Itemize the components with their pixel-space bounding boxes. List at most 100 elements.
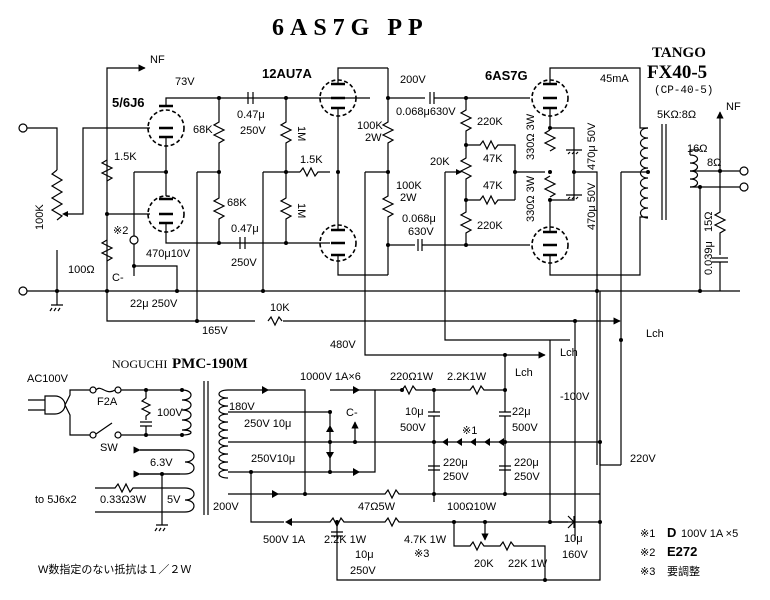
legend-item-1: ※1 D 100V 1A ×5 — [640, 525, 738, 540]
ac-plug-icon — [28, 389, 90, 436]
c-220-a-label: 220μ — [443, 457, 468, 469]
diodes6-label: 1000V 1A×6 — [300, 371, 361, 383]
c-047-a-volt: 250V — [240, 125, 266, 137]
svg-text:※1: ※1 — [640, 528, 655, 540]
pot-100k-label: 100K — [34, 204, 46, 230]
c-047-b-volt: 250V — [231, 257, 257, 269]
speaker-terminal-gnd — [739, 182, 749, 192]
r-100k-a-watt: 2W — [365, 132, 382, 144]
tube-label-12au7a: 12AU7A — [262, 66, 312, 81]
svg-text:※3: ※3 — [640, 566, 655, 578]
c-10-500-volt: 500V — [400, 422, 426, 434]
power-supply-wiring — [28, 291, 622, 582]
r-100-10w-label: 100Ω10W — [447, 501, 497, 513]
opt-alt-model: (CP-40-5) — [654, 85, 713, 97]
c-10-250-c-volt: 250V — [350, 565, 376, 577]
pt-model: PMC-190M — [172, 356, 248, 372]
to-5j6-label: to 5J6x2 — [35, 494, 77, 506]
r-1-5k-b-label: 1.5K — [300, 154, 323, 166]
c-minus-label-2: C- — [346, 407, 358, 419]
r-100-label: 100Ω — [68, 264, 95, 276]
legend-item-3: ※3 要調整 — [640, 564, 700, 578]
tube-label-6j6: 5/6J6 — [112, 95, 145, 110]
r-330-b-label: 330Ω 3W — [525, 175, 537, 222]
r-220k-a-label: 220K — [477, 116, 503, 128]
legend: ※1 D 100V 1A ×5 ※2 E272 ※3 要調整 — [640, 525, 738, 578]
opt-model: FX40-5 — [647, 62, 707, 83]
nf-label-top: NF — [150, 54, 165, 66]
resistor-wattage-note: W数指定のない抵抗は１／２Ｗ — [38, 562, 191, 576]
primary-100v-label: 100V — [157, 407, 183, 419]
mark2-label: ※2 — [113, 225, 128, 237]
diode-chain-icon — [440, 438, 504, 446]
opt-primary — [639, 127, 649, 219]
c-220-a-volt: 250V — [443, 471, 469, 483]
r-220-1w-label: 220Ω1W — [390, 371, 434, 383]
tube-label-6as7g: 6AS7G — [485, 68, 528, 83]
svg-text:要調整: 要調整 — [667, 564, 700, 578]
legend-item-2: ※2 E272 — [640, 544, 697, 559]
sec-200v-label: 200V — [213, 501, 239, 513]
c-470-b-label: 470μ 50V — [586, 182, 598, 230]
r-68k-a-label: 68K — [193, 124, 213, 136]
lch-label-2: Lch — [560, 347, 578, 359]
c-22-250-label: 22μ 250V — [130, 298, 178, 310]
r-2-2k-1w-b-label: 2.2K 1W — [324, 534, 367, 546]
c-0068-b-label: 0.068μ — [402, 213, 436, 225]
c-minus-label-1: C- — [112, 272, 124, 284]
r-2-2k-1w-a-label: 2.2K1W — [447, 371, 487, 383]
r-033-label: 0.33Ω3W — [100, 494, 147, 506]
c-10-250-a-label: 250V 10μ — [244, 418, 291, 430]
svg-text:D: D — [667, 525, 676, 540]
mark1-label: ※1 — [462, 425, 477, 437]
fuse-label: F2A — [97, 396, 118, 408]
voltage-480v: 480V — [330, 339, 356, 351]
pot-20k-b-label: 20K — [474, 558, 494, 570]
c-10-250-b-label: 250V10μ — [251, 453, 295, 465]
svg-text:100V 1A ×5: 100V 1A ×5 — [681, 528, 738, 540]
pot-20k-label: 20K — [430, 156, 450, 168]
r-100k-b-label: 100K — [396, 180, 422, 192]
switch-label: SW — [100, 442, 118, 454]
c-470-10-label: 470μ10V — [146, 248, 191, 260]
c-047-a-label: 0.47μ — [237, 109, 265, 121]
c-22-500-volt: 500V — [512, 422, 538, 434]
r-100k-a-label: 100K — [357, 120, 383, 132]
r-1m-a-label: 1M — [295, 126, 307, 141]
sec-180v-label: 180V — [229, 401, 255, 413]
voltage-165v: 165V — [202, 325, 228, 337]
power-labels: NOGUCHI PMC-190M AC100V F2A SW 100V 6.3V… — [27, 356, 588, 577]
r-22k-1w-label: 22K 1W — [508, 558, 548, 570]
current-45ma: 45mA — [600, 73, 629, 85]
c-10-500-label: 10μ — [405, 406, 424, 418]
r-1-5k-a-label: 1.5K — [114, 151, 137, 163]
voltage-73v: 73V — [175, 76, 195, 88]
speaker-terminal-8 — [739, 166, 749, 176]
lch-label-3: Lch — [646, 328, 664, 340]
r-15-label: 15Ω — [703, 212, 715, 232]
c-470-a-label: 470μ 50V — [586, 122, 598, 170]
voltage-200v: 200V — [400, 74, 426, 86]
r-10k-label: 10K — [270, 302, 290, 314]
c-10-160-label: 10μ — [564, 533, 583, 545]
opt-brand: TANGO — [652, 45, 706, 61]
c-0039-label: 0.039μ — [703, 241, 715, 275]
r-68k-b-label: 68K — [227, 197, 247, 209]
pt-brand: NOGUCHI — [112, 357, 167, 371]
c-22-500-label: 22μ — [512, 406, 531, 418]
r-47k-b-label: 47K — [483, 180, 503, 192]
voltage-220v: 220V — [630, 453, 656, 465]
opt-tap-16: 16Ω — [687, 143, 707, 155]
page-title: 6AS7G PP — [272, 15, 429, 41]
amp-wiring — [18, 64, 749, 540]
c-0068-a-label: 0.068μ630V — [396, 106, 456, 118]
fuse-icon — [95, 387, 116, 393]
amp-labels: NF 73V 5/6J6 12AU7A 6AS7G 200V 45mA 1.5K… — [34, 45, 741, 465]
opt-ratio: 5KΩ:8Ω — [657, 109, 696, 121]
r-1m-b-label: 1M — [295, 203, 307, 218]
c-220-b-volt: 250V — [514, 471, 540, 483]
c-0068-b-volt: 630V — [408, 226, 434, 238]
r-330-a-label: 330Ω 3W — [525, 113, 537, 160]
